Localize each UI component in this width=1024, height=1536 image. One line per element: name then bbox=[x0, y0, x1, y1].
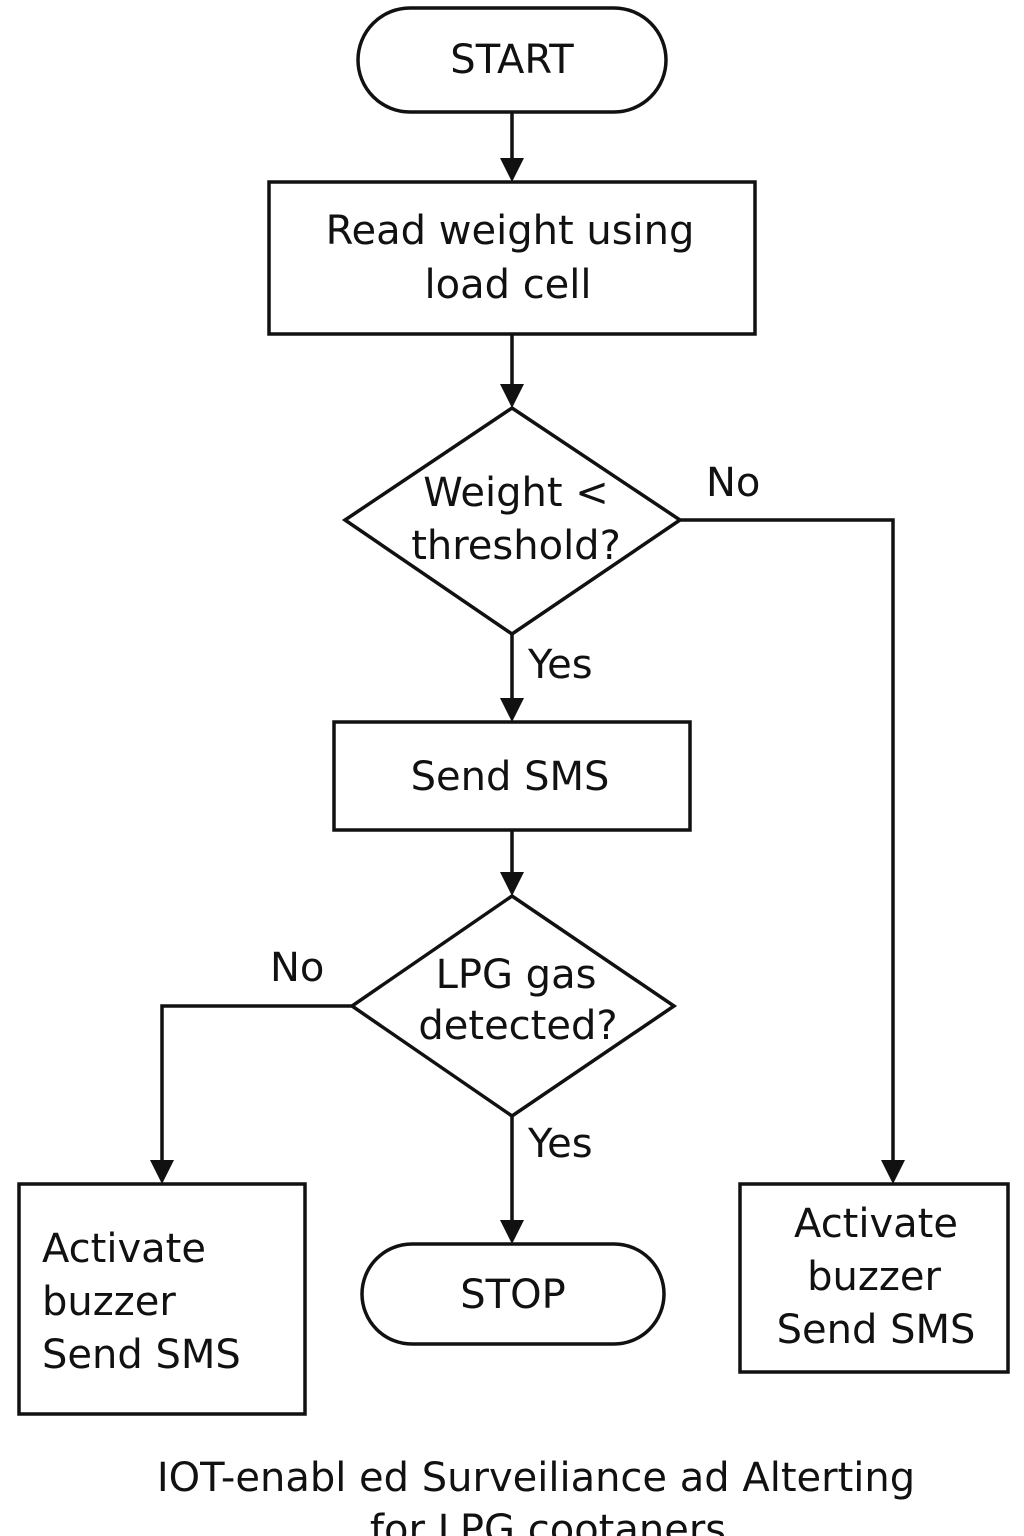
gas-decision-line-1: LPG gas bbox=[436, 952, 597, 998]
weight-no-arrowhead bbox=[881, 1160, 905, 1184]
start-label: START bbox=[450, 37, 574, 83]
weight-no-label: No bbox=[706, 460, 760, 506]
read-weight-line-2: load cell bbox=[424, 262, 591, 308]
weight-decision-line-1: Weight < bbox=[423, 470, 609, 516]
send-sms-label: Send SMS bbox=[411, 754, 610, 800]
sms-to-gas-arrowhead bbox=[500, 872, 524, 896]
gas-decision-line-2: detected? bbox=[418, 1003, 617, 1049]
gas-no-label: No bbox=[270, 945, 324, 991]
buzzer-right-shape bbox=[738, 1182, 1010, 1374]
read-to-weight-arrowhead bbox=[500, 384, 524, 408]
buzzer-right-line-1: Activate bbox=[794, 1201, 958, 1247]
caption-line-2: for LPG cootaners bbox=[370, 1507, 726, 1536]
weight-no-arrow bbox=[680, 518, 895, 1162]
gas-no-arrow bbox=[160, 1004, 352, 1162]
send-sms-shape bbox=[332, 720, 692, 832]
stop-node: STOP bbox=[360, 1242, 666, 1346]
gas-decision-shape bbox=[348, 893, 678, 1119]
stop-shape bbox=[360, 1242, 666, 1346]
buzzer-left-node: Activate buzzer Send SMS bbox=[17, 1182, 307, 1416]
gas-yes-label: Yes bbox=[527, 1121, 593, 1167]
buzzer-left-line-3: Send SMS bbox=[42, 1332, 241, 1378]
stop-label: STOP bbox=[460, 1272, 565, 1318]
buzzer-right-line-3: Send SMS bbox=[777, 1307, 976, 1353]
weight-decision-line-2: threshold? bbox=[411, 523, 621, 569]
send-sms-node: Send SMS bbox=[332, 720, 692, 832]
start-to-read-arrowhead bbox=[500, 158, 524, 182]
gas-decision-node: LPG gas detected? bbox=[348, 893, 678, 1119]
start-node: START bbox=[356, 6, 668, 114]
weight-yes-arrowhead bbox=[500, 698, 524, 722]
buzzer-left-line-2: buzzer bbox=[42, 1279, 176, 1325]
buzzer-left-shape bbox=[17, 1182, 307, 1416]
buzzer-right-line-2: buzzer bbox=[807, 1254, 941, 1300]
buzzer-right-node: Activate buzzer Send SMS bbox=[738, 1182, 1010, 1374]
read-weight-line-1: Read weight using bbox=[326, 208, 695, 254]
read-weight-node: Read weight using load cell bbox=[267, 180, 757, 336]
weight-decision-node: Weight < threshold? bbox=[341, 405, 684, 637]
gas-no-arrowhead bbox=[150, 1160, 174, 1184]
start-shape bbox=[356, 6, 668, 114]
caption: IOT-enabl ed Surveiliance ad Alterting f… bbox=[157, 1455, 915, 1536]
connectors bbox=[150, 112, 905, 1244]
buzzer-left-line-1: Activate bbox=[42, 1226, 206, 1272]
weight-decision-shape bbox=[341, 405, 684, 637]
gas-yes-arrowhead bbox=[500, 1220, 524, 1244]
weight-yes-label: Yes bbox=[527, 642, 593, 688]
read-weight-shape bbox=[267, 180, 757, 336]
caption-line-1: IOT-enabl ed Surveiliance ad Alterting bbox=[157, 1455, 915, 1501]
